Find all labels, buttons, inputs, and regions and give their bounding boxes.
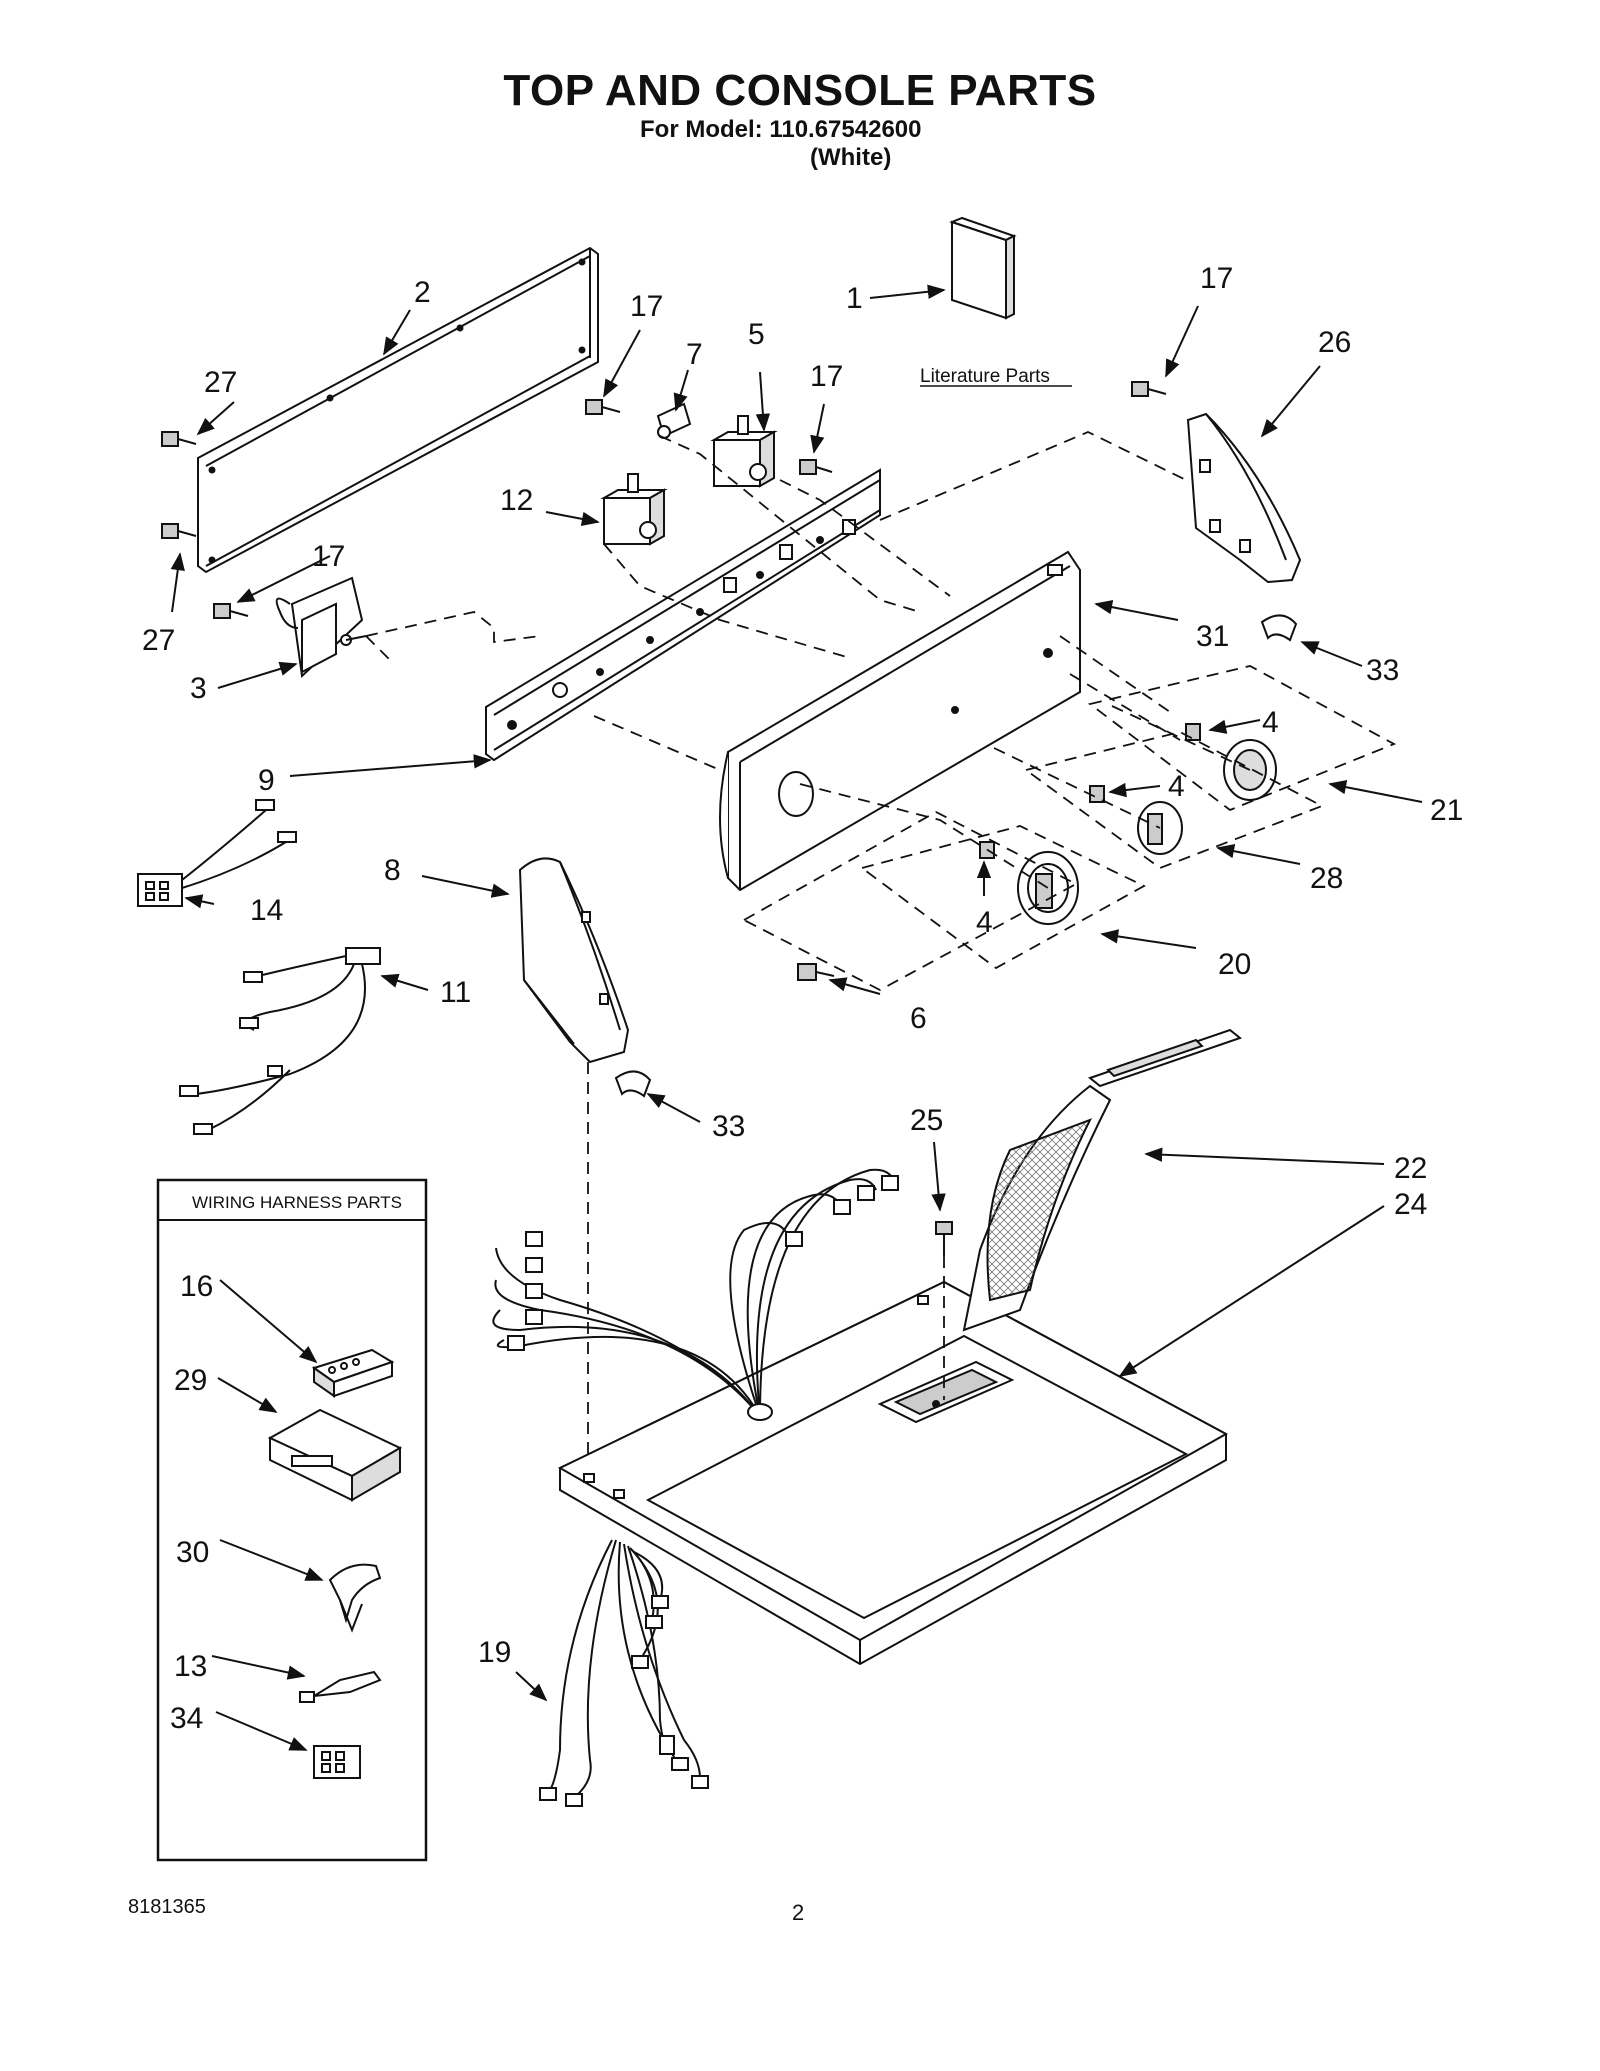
part-switch-12: [600, 473, 668, 546]
callout-33-b: 33: [712, 1110, 745, 1143]
part-knob-21: [1223, 739, 1277, 801]
callout-17-b: 17: [810, 360, 843, 393]
callout-28: 28: [1310, 862, 1343, 895]
part-end-cap-right: [1186, 412, 1302, 584]
part-knob-clip-4-a: [1185, 723, 1201, 741]
callout-34: 34: [170, 1702, 203, 1735]
screw-25: [935, 1221, 953, 1256]
callout-29: 29: [174, 1364, 207, 1397]
callout-20: 20: [1218, 948, 1251, 981]
callout-2: 2: [414, 276, 431, 309]
callout-6: 6: [910, 1002, 927, 1035]
callout-22: 22: [1394, 1152, 1427, 1185]
screw-27-a: [161, 431, 197, 447]
page-title: TOP AND CONSOLE PARTS: [503, 66, 1097, 115]
screw-17-a: [585, 399, 621, 415]
part-connector-34: [313, 1745, 361, 1779]
assembly-lines: [365, 431, 1397, 1460]
callout-26: 26: [1318, 326, 1351, 359]
callout-5: 5: [748, 318, 765, 351]
part-lint-chute: [962, 1028, 1243, 1332]
screw-6: [797, 963, 835, 981]
callout-19: 19: [478, 1636, 511, 1669]
callout-17-d: 17: [312, 540, 345, 573]
callout-17-c: 17: [1200, 262, 1233, 295]
part-clip-33-a: [1260, 614, 1298, 642]
callout-4-a: 4: [1262, 706, 1279, 739]
callout-3: 3: [190, 672, 207, 705]
part-clip-33-b: [614, 1070, 652, 1098]
part-console-bracket: [485, 468, 881, 762]
part-timer: [275, 576, 367, 679]
screw-17-c: [1131, 381, 1167, 397]
part-end-cap-left: [518, 857, 630, 1064]
callout-8: 8: [384, 854, 401, 887]
leader-arrows: [170, 284, 1423, 1702]
part-connector-29: [267, 1408, 403, 1502]
callout-4-c: 4: [976, 906, 993, 939]
document-number: 8181365: [128, 1896, 206, 1918]
callout-14: 14: [250, 894, 283, 927]
callout-13: 13: [174, 1650, 207, 1683]
part-main-harness: [492, 1168, 899, 1421]
callout-30: 30: [176, 1536, 209, 1569]
callout-27-b: 27: [142, 624, 175, 657]
part-harness-11: [179, 947, 381, 1135]
literature-parts-label: Literature Parts: [920, 366, 1050, 387]
callout-27-a: 27: [204, 366, 237, 399]
callout-1: 1: [846, 282, 863, 315]
callout-4-b: 4: [1168, 770, 1185, 803]
callout-24: 24: [1394, 1188, 1427, 1221]
part-literature-booklet: [949, 216, 1017, 320]
callout-11: 11: [440, 976, 471, 1009]
part-terminal-13: [299, 1670, 382, 1703]
callout-12: 12: [500, 484, 533, 517]
part-knob-clip-4-b: [1089, 785, 1105, 803]
callout-16: 16: [180, 1270, 213, 1303]
part-switch-5: [710, 415, 778, 488]
part-bracket-7: [656, 402, 692, 439]
callout-31: 31: [1196, 620, 1229, 653]
wiring-box-title: WIRING HARNESS PARTS: [192, 1193, 402, 1212]
part-top-panel: [557, 1280, 1229, 1666]
callout-numbers: 1 2 3 4 4 4 5 6 7 8 9 11 12 13 14 16 17 …: [142, 262, 1463, 1735]
callout-33-a: 33: [1366, 654, 1399, 687]
callout-7: 7: [686, 338, 703, 371]
wiring-harness-box: WIRING HARNESS PARTS: [156, 1178, 428, 1862]
page-number: 2: [792, 1900, 805, 1925]
part-rear-panel: [197, 246, 599, 574]
screw-17-d: [213, 603, 249, 619]
part-clip-30: [328, 1563, 382, 1633]
part-console-panel: [719, 550, 1081, 892]
callout-17-a: 17: [630, 290, 663, 323]
callout-21: 21: [1430, 794, 1463, 827]
part-harness-14: [137, 799, 297, 907]
callout-25: 25: [910, 1104, 943, 1137]
model-color: (White): [810, 144, 892, 171]
part-harness-19: [539, 1539, 709, 1807]
part-connector-16: [311, 1348, 395, 1398]
screw-27-b: [161, 523, 197, 539]
model-number: For Model: 110.67542600: [640, 116, 922, 143]
callout-9: 9: [258, 764, 275, 797]
screw-17-b: [799, 459, 833, 475]
